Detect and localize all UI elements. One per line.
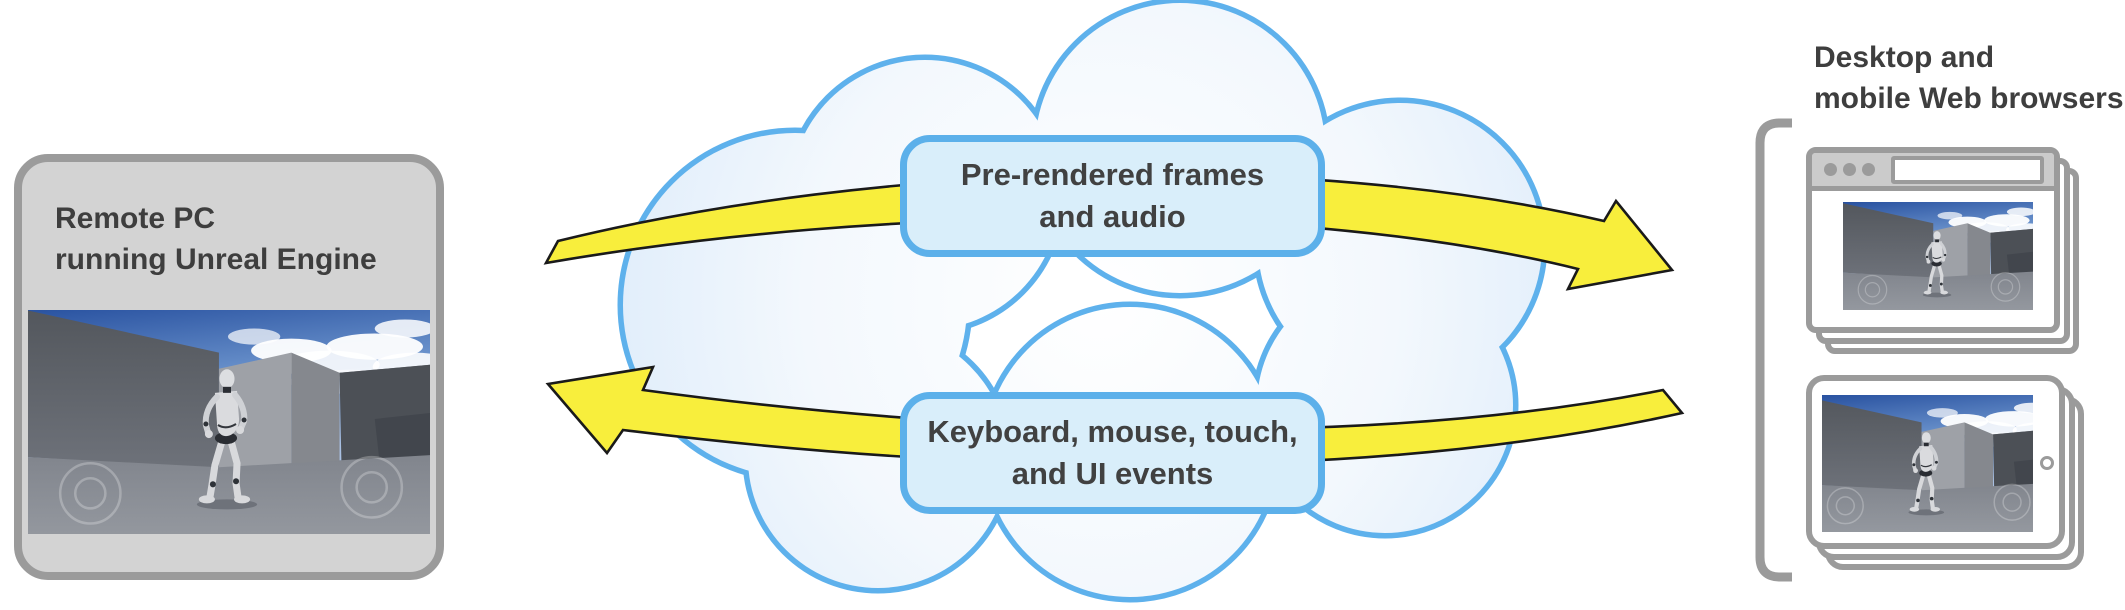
- remote-pc-title: Remote PC running Unreal Engine: [55, 198, 377, 280]
- unreal-scene-thumbnail: [1843, 202, 2033, 310]
- browsers-group-title-line2: mobile Web browsers: [1814, 82, 2124, 115]
- url-bar: [1891, 155, 2044, 184]
- input-events-label: Keyboard, mouse, touch, and UI events: [900, 392, 1325, 514]
- remote-pc-title-line2: running Unreal Engine: [55, 243, 377, 276]
- home-button-icon: [2040, 456, 2054, 470]
- unreal-scene-thumbnail: [28, 310, 430, 534]
- browsers-group-title-line1: Desktop and: [1814, 41, 1995, 74]
- window-buttons-icon: [1862, 163, 1875, 176]
- unreal-scene-thumbnail: [1822, 395, 2033, 532]
- window-buttons-icon: [1843, 163, 1856, 176]
- browsers-group-title: Desktop and mobile Web browsers: [1814, 37, 2124, 119]
- remote-pc-title-line1: Remote PC: [55, 202, 216, 235]
- browser-title-bar: [1812, 153, 2054, 191]
- input-events-label-line1: Keyboard, mouse, touch,: [927, 414, 1298, 449]
- input-events-label-line2: and UI events: [1011, 456, 1214, 491]
- frames-audio-label-line1: Pre-rendered frames: [960, 157, 1265, 192]
- window-buttons-icon: [1824, 163, 1837, 176]
- frames-audio-label-line2: and audio: [1039, 199, 1186, 234]
- device-group-bracket: [1755, 118, 1792, 582]
- frames-audio-label: Pre-rendered frames and audio: [900, 135, 1325, 257]
